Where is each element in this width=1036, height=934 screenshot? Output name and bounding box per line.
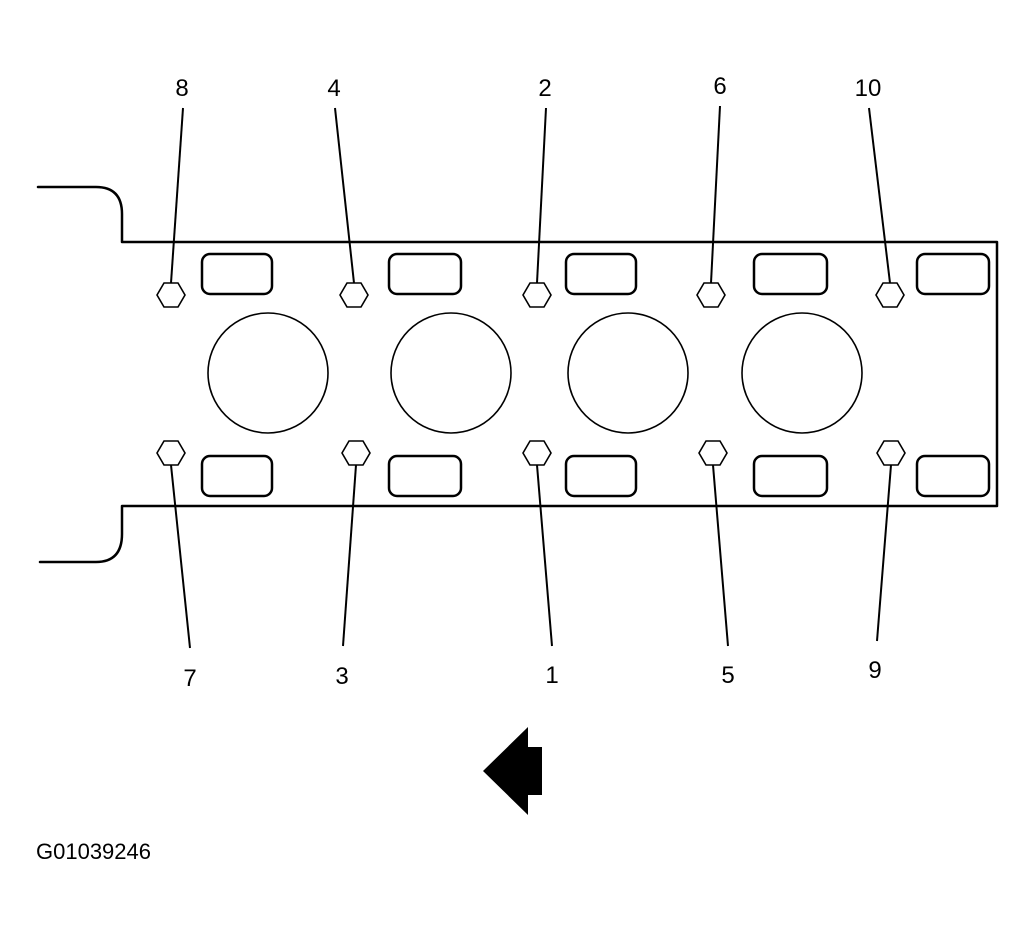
cylinder-bore (390, 312, 512, 434)
cylinder-bore (567, 312, 689, 434)
passage-port (387, 252, 463, 296)
bolt-9: 9 (868, 440, 906, 684)
bolt-label: 3 (335, 663, 348, 690)
bolt-10: 10 (855, 75, 905, 308)
hex-bolt-icon (341, 440, 371, 466)
bolt-label: 2 (538, 75, 551, 102)
hex-bolt-icon (876, 440, 906, 466)
cylinder-bore (207, 312, 329, 434)
hex-bolt-icon (156, 282, 186, 308)
hex-bolt-icon (698, 440, 728, 466)
passage-port (200, 454, 274, 498)
bolt-6: 6 (696, 73, 727, 308)
bolt-label: 10 (855, 75, 882, 102)
passage-port (564, 252, 638, 296)
hex-bolt-icon (339, 282, 369, 308)
bolt-label: 9 (868, 657, 881, 684)
hex-bolt-icon (522, 282, 552, 308)
bolt-8: 8 (156, 75, 189, 308)
passage-port (915, 252, 991, 296)
front-direction-arrow-icon (483, 727, 542, 815)
passage-port (200, 252, 274, 296)
hex-bolt-icon (156, 440, 186, 466)
bolt-2: 2 (522, 75, 552, 308)
bolt-label: 6 (713, 73, 726, 100)
bolt-7: 7 (156, 440, 197, 692)
cylinder-bore (741, 312, 863, 434)
hex-bolt-icon (875, 282, 905, 308)
hex-bolt-icon (522, 440, 552, 466)
bolt-4: 4 (327, 75, 369, 308)
cylinder-bores (207, 312, 863, 434)
bolt-label: 4 (327, 75, 340, 102)
passage-port (387, 454, 463, 498)
bolt-3: 3 (335, 440, 371, 690)
bolt-label: 8 (175, 75, 188, 102)
bolt-5: 5 (698, 440, 735, 689)
bolt-label: 7 (183, 665, 196, 692)
passages-bottom (200, 454, 991, 498)
passages-top (200, 252, 991, 296)
passage-port (564, 454, 638, 498)
bolt-label: 5 (721, 662, 734, 689)
hex-bolt-icon (696, 282, 726, 308)
cylinder-head-outline (36, 185, 999, 564)
passage-port (752, 252, 829, 296)
figure-id: G01039246 (36, 839, 151, 864)
passage-port (752, 454, 829, 498)
passage-port (915, 454, 991, 498)
bolt-1: 1 (522, 440, 559, 689)
bolt-label: 1 (545, 662, 558, 689)
